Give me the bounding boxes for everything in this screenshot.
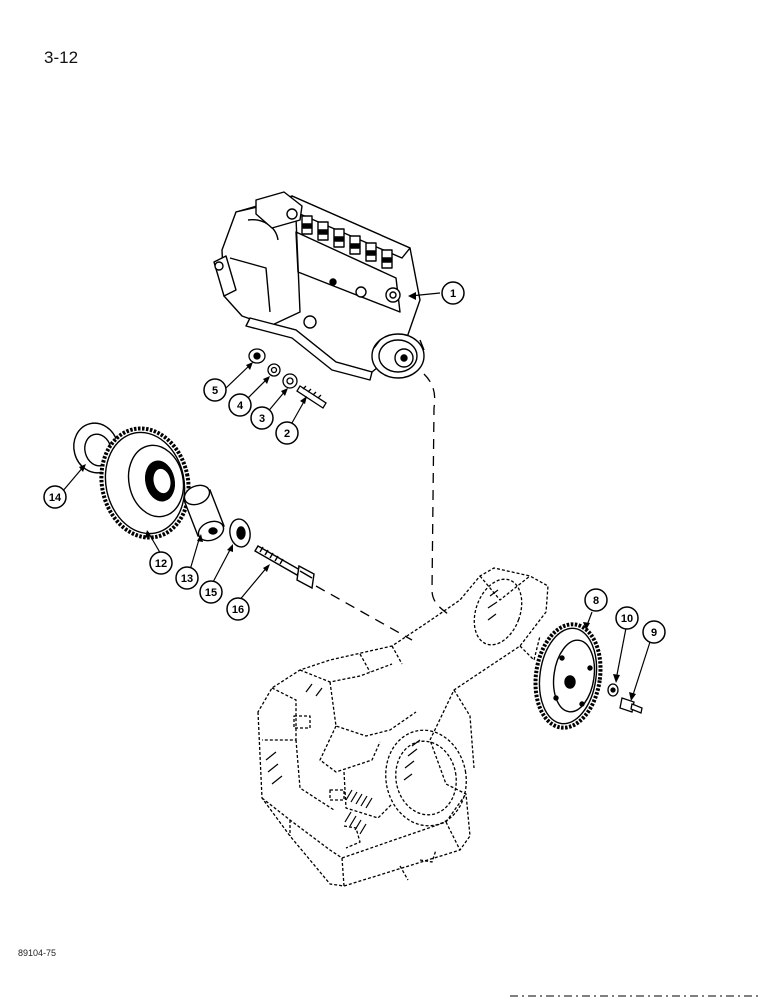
callout-4-label: 4 [237, 400, 244, 412]
callout-4: 4 [228, 393, 252, 417]
callout-5-label: 5 [212, 385, 218, 397]
callout-15: 15 [199, 580, 223, 604]
callout-13: 13 [175, 566, 199, 590]
callout-12: 12 [149, 551, 173, 575]
lock-washer-icon [267, 363, 281, 377]
stud-icon [296, 385, 327, 409]
callout-10-label: 10 [621, 613, 633, 625]
alignment-lines [315, 373, 449, 641]
callout-14-label: 14 [49, 492, 62, 504]
callout-1: 1 [441, 281, 465, 305]
callout-8-label: 8 [593, 595, 599, 607]
nut-icon [248, 348, 266, 364]
callout-12-label: 12 [155, 558, 167, 570]
pump-mounting-hardware [248, 348, 327, 409]
fuel-injection-pump-icon [213, 191, 425, 381]
gear-washer-icon [607, 683, 619, 697]
callout-3: 3 [250, 406, 274, 430]
callout-3-label: 3 [259, 413, 265, 425]
callout-16: 16 [226, 597, 250, 621]
callout-1-label: 1 [450, 288, 456, 300]
callout-14: 14 [43, 485, 67, 509]
callout-16-label: 16 [232, 604, 244, 616]
callout-10: 10 [615, 606, 639, 630]
callout-5: 5 [203, 378, 227, 402]
leader-arrowheads [79, 292, 636, 701]
callout-13-label: 13 [181, 573, 193, 585]
callout-9: 9 [642, 620, 666, 644]
timing-gear-housing-icon [257, 567, 549, 887]
callouts: 1 2 3 4 5 8 9 [43, 281, 666, 644]
gear-bolt-icon [619, 697, 643, 714]
figure-code: 89104-75 [18, 948, 57, 958]
callout-2-label: 2 [284, 428, 290, 440]
housing-shading [265, 589, 499, 835]
flat-washer-icon [282, 373, 298, 389]
pump-drive-gear-icon [533, 622, 603, 730]
idler-gear-icon [99, 426, 191, 540]
callout-2: 2 [275, 421, 299, 445]
page-number: 3-12 [44, 48, 79, 67]
callout-15-label: 15 [205, 587, 217, 599]
callout-9-label: 9 [651, 627, 657, 639]
idler-washer-icon [229, 518, 251, 548]
callout-8: 8 [584, 588, 608, 612]
idler-hub-icon [183, 484, 225, 542]
idler-bolt-icon [254, 545, 315, 590]
